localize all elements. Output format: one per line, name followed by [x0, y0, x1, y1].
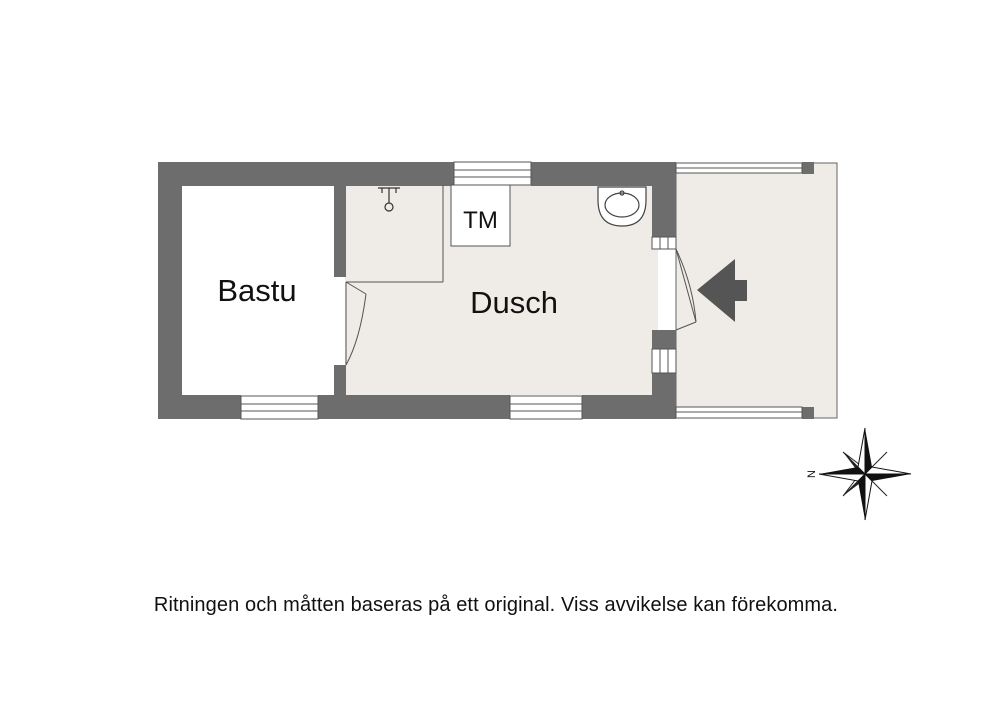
doors — [345, 248, 697, 366]
bastu-label: Bastu — [217, 273, 296, 308]
dusch-label: Dusch — [470, 285, 558, 320]
bastu-floor — [181, 185, 335, 395]
tm-label: TM — [463, 207, 498, 234]
walls — [158, 162, 814, 419]
compass-rose-icon — [818, 427, 912, 521]
sink-icon — [597, 186, 647, 227]
entrance-arrow-icon — [697, 259, 747, 322]
windows — [240, 161, 803, 420]
shower-cubicle — [346, 185, 444, 283]
shower-head-icon — [378, 187, 400, 212]
disclaimer-text: Ritningen och måtten baseras på ett orig… — [153, 594, 839, 616]
compass-north-letter: N — [806, 470, 818, 478]
tm-appliance — [450, 184, 511, 247]
